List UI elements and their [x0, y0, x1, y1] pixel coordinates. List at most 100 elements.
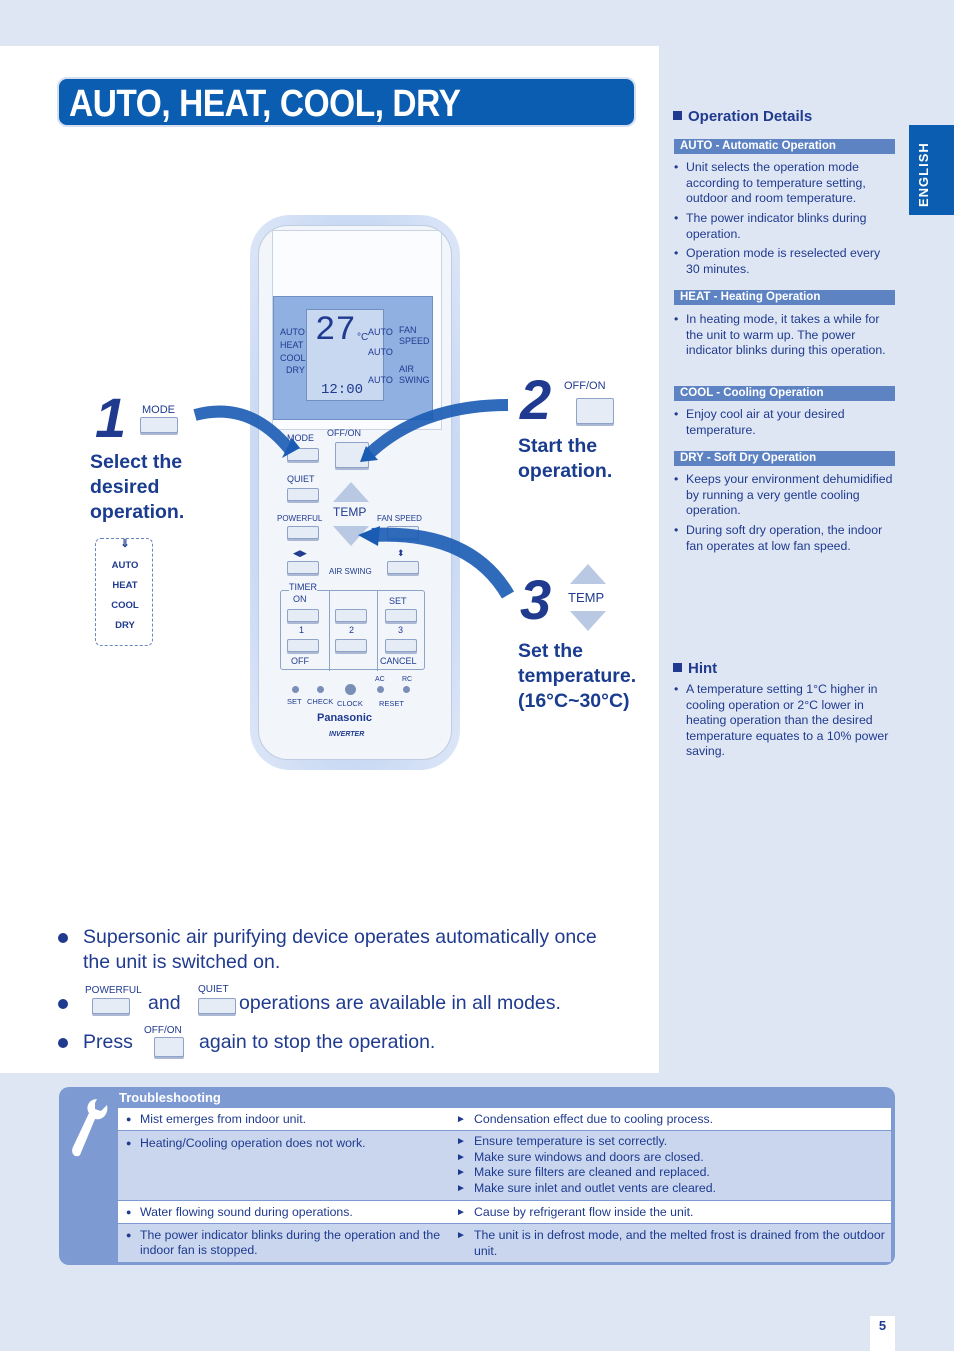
lcd-fan-speed: FAN SPEED: [399, 325, 430, 346]
remote-temp-down-icon[interactable]: [333, 526, 369, 546]
page-title: AUTO, HEAT, COOL, DRY: [69, 83, 461, 125]
remote-set-small-label: SET: [287, 697, 302, 706]
cause-cell: Ensure temperature is set correctly. Mak…: [456, 1134, 894, 1197]
arrow-step-3: [371, 527, 515, 599]
remote-ac-label: AC: [375, 676, 385, 683]
lcd-screen: 27 °C 12:00: [306, 309, 384, 401]
note-3-offon-label: OFF/ON: [144, 1025, 182, 1036]
operation-details-heading: Operation Details: [673, 108, 812, 125]
note-1-line-1: Supersonic air purifying device operates…: [83, 926, 597, 948]
remote-swing-lr-icon: ◀▶: [293, 548, 307, 558]
remote-quiet-button[interactable]: [287, 488, 319, 501]
cause-cell: Condensation effect due to cooling proce…: [456, 1112, 894, 1128]
problem-cell: The power indicator blinks during the op…: [126, 1228, 450, 1258]
dry-item-1: Keeps your environment dehumidified by r…: [673, 472, 895, 519]
lcd-auto-fan: AUTO: [368, 327, 393, 337]
section-heat-title: HEAT - Heating Operation: [674, 290, 895, 305]
cause-item: The unit is in defrost mode, and the mel…: [456, 1228, 894, 1259]
auto-item-3: Operation mode is reselected every 30 mi…: [673, 246, 895, 277]
lcd-auto-swing: AUTO: [368, 375, 393, 385]
cause-item: Condensation effect due to cooling proce…: [456, 1112, 894, 1128]
table-row: Heating/Cooling operation does not work.…: [118, 1131, 891, 1200]
lcd-unit: °C: [357, 332, 369, 343]
remote-timer-label: TIMER: [289, 582, 317, 593]
remote-num-3: 3: [398, 625, 404, 635]
section-cool-title: COOL - Cooling Operation: [674, 386, 895, 401]
language-tab[interactable]: ENGLISH: [909, 125, 954, 215]
section-auto-title: AUTO - Automatic Operation: [674, 139, 895, 154]
remote-swing-lr-button[interactable]: [287, 561, 319, 574]
cause-item: Make sure windows and doors are closed.: [456, 1150, 894, 1166]
note-1-line-2: the unit is switched on.: [83, 951, 281, 973]
remote-reset-label: RESET: [379, 699, 405, 708]
dry-item-2: During soft dry operation, the indoor fa…: [673, 523, 895, 554]
page-number: 5: [870, 1316, 895, 1351]
remote-timer-2-up-button[interactable]: [335, 609, 367, 622]
remote-swing-ud-button[interactable]: [387, 561, 419, 574]
mode-cycle-auto: AUTO: [111, 560, 139, 571]
lcd-mode-cool: COOL: [280, 353, 306, 363]
note-3-press: Press: [83, 1031, 133, 1053]
hint-heading: Hint: [673, 660, 717, 677]
remote-offon-label: OFF/ON: [327, 428, 361, 438]
remote-timer-on-button[interactable]: [287, 609, 319, 622]
troubleshooting-title: Troubleshooting: [119, 1090, 221, 1105]
cause-item: Ensure temperature is set correctly.: [456, 1134, 894, 1150]
note-1-bullet: [58, 933, 68, 943]
step-2-button-label: OFF/ON: [564, 380, 606, 392]
cause-cell: Cause by refrigerant flow inside the uni…: [456, 1205, 894, 1221]
remote-timer-off-button[interactable]: [287, 639, 319, 652]
step-3-temp-down-icon[interactable]: [570, 611, 606, 631]
remote-set-hole[interactable]: [292, 686, 299, 693]
step-3-temp-up-icon[interactable]: [570, 564, 606, 584]
lcd-mode-heat: HEAT: [280, 340, 304, 350]
note-2-powerful-button[interactable]: [92, 998, 130, 1014]
remote-lcd: AUTO HEAT COOL DRY 27 °C 12:00 AUTO AUTO…: [273, 296, 433, 420]
remote-timer-2-down-button[interactable]: [335, 639, 367, 652]
mode-cycle-arrow-icon: ⇓: [120, 538, 130, 550]
step-1-number: 1: [95, 386, 127, 449]
arrow-step-1: [193, 405, 295, 454]
lcd-air-swing: AIR SWING: [399, 364, 430, 385]
note-3-text: again to stop the operation.: [199, 1031, 436, 1053]
remote-control: AUTO HEAT COOL DRY 27 °C 12:00 AUTO AUTO…: [258, 225, 452, 760]
cause-cell: The unit is in defrost mode, and the mel…: [456, 1228, 894, 1259]
remote-timer-off-label: OFF: [291, 656, 309, 666]
step-1-button-label: MODE: [142, 404, 175, 416]
remote-timer-cancel-button[interactable]: [385, 639, 417, 652]
remote-ac-hole[interactable]: [377, 686, 384, 693]
cool-item-1: Enjoy cool air at your desired temperatu…: [673, 407, 895, 438]
mode-cycle-box: ⇓ AUTO HEAT COOL DRY: [95, 538, 153, 646]
table-row: Mist emerges from indoor unit. Condensat…: [118, 1108, 891, 1130]
title-banner: AUTO, HEAT, COOL, DRY: [57, 77, 636, 127]
timer-panel: [280, 590, 425, 671]
remote-fanspeed-label: FAN SPEED: [377, 514, 422, 523]
table-row: Water flowing sound during operations. C…: [118, 1201, 891, 1223]
hint-item-1: A temperature setting 1°C higher in cool…: [673, 682, 895, 760]
remote-num-1: 1: [299, 625, 305, 635]
step-1-label: Select the desired operation.: [90, 451, 185, 523]
remote-temp-up-icon[interactable]: [333, 482, 369, 502]
step-2-offon-button[interactable]: [576, 398, 614, 424]
remote-timer-cancel-label: CANCEL: [380, 656, 417, 666]
heat-item-1: In heating mode, it takes a while for th…: [673, 312, 895, 359]
remote-rc-hole[interactable]: [403, 686, 410, 693]
problem-cell: Water flowing sound during operations.: [126, 1205, 450, 1220]
remote-quiet-label: QUIET: [287, 474, 315, 484]
note-2-quiet-button[interactable]: [198, 998, 236, 1014]
remote-check-hole[interactable]: [317, 686, 324, 693]
note-3-offon-button[interactable]: [154, 1037, 184, 1057]
remote-timer-set-button[interactable]: [385, 609, 417, 622]
remote-swing-ud-icon: ⬍: [397, 548, 405, 558]
note-2-quiet-label: QUIET: [198, 984, 229, 995]
arrow-head-1: [282, 438, 300, 458]
cause-item: Make sure inlet and outlet vents are cle…: [456, 1181, 894, 1197]
remote-clock-button[interactable]: [345, 684, 356, 695]
remote-airswing-label: AIR SWING: [329, 567, 372, 576]
step-1-mode-button[interactable]: [140, 417, 178, 433]
remote-inverter-logo: INVERTER: [329, 731, 365, 738]
mode-cycle-dry: DRY: [115, 620, 135, 631]
remote-powerful-button[interactable]: [287, 526, 319, 539]
step-3-button-label: TEMP: [568, 590, 605, 605]
